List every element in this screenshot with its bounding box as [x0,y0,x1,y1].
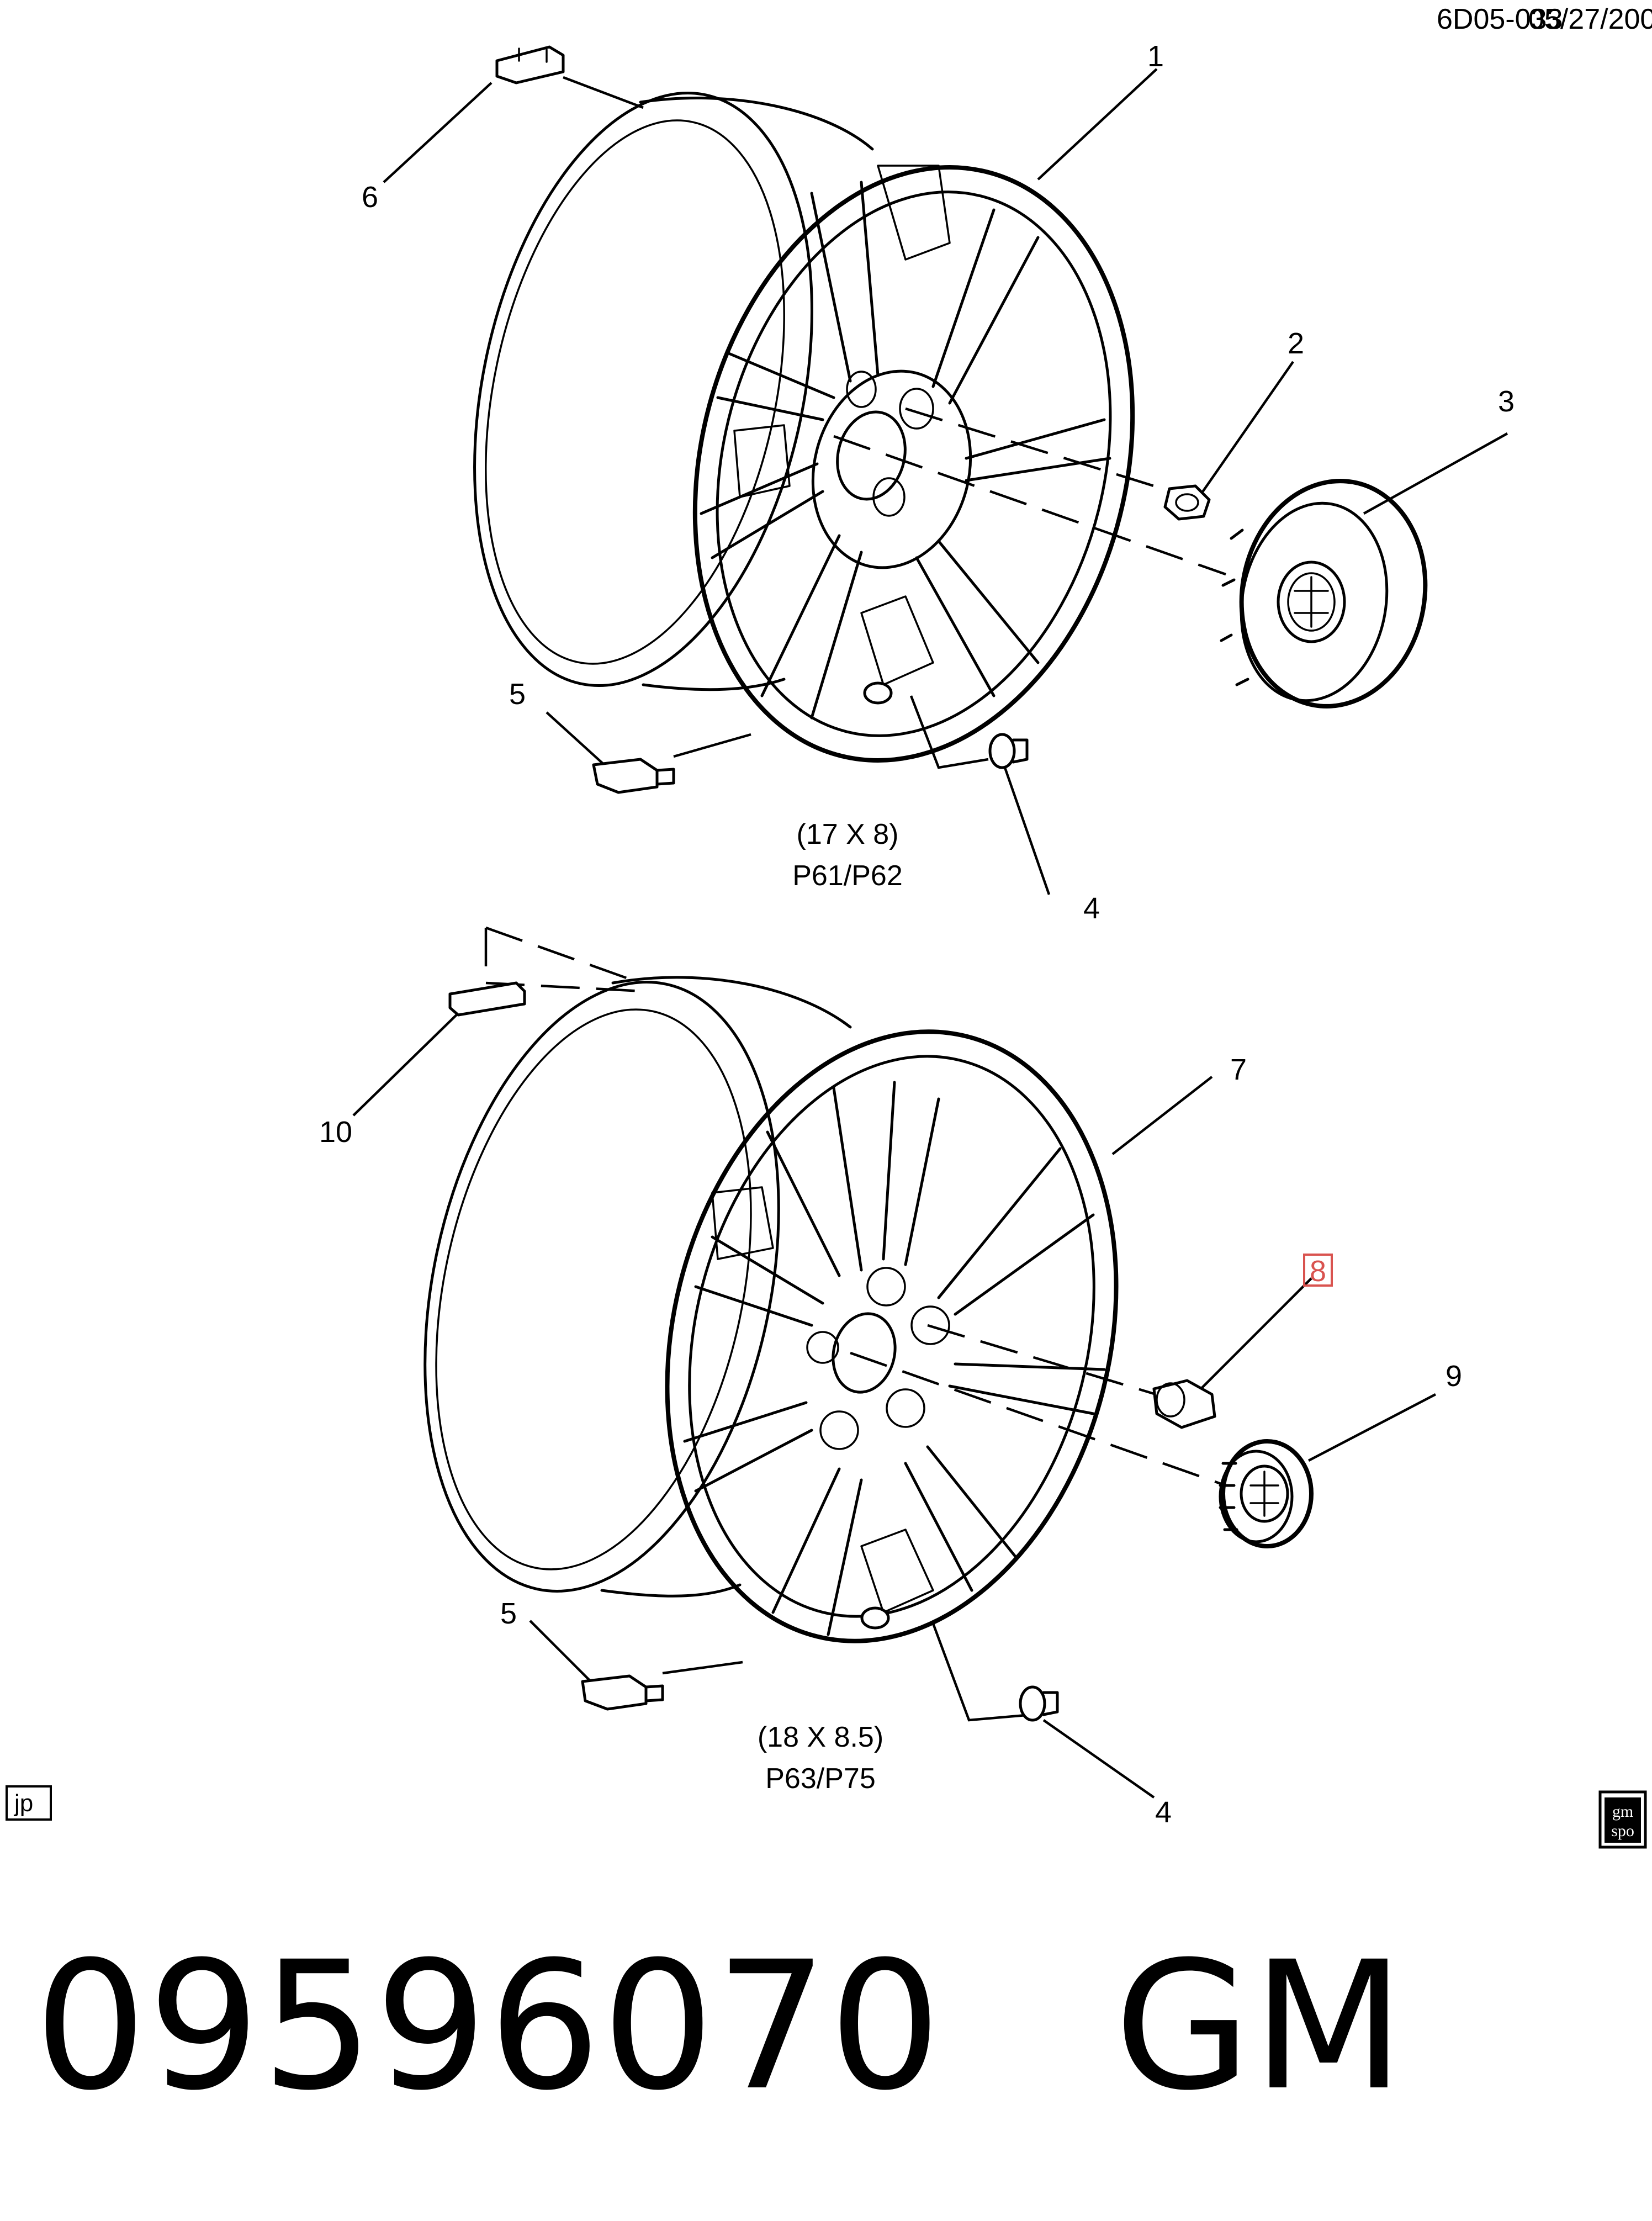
wheel-17-size: (17 X 8) [797,818,899,850]
callout-10: 10 [319,1115,352,1149]
center-cap-part-3 [1220,479,1428,708]
callout-4-lower: 4 [1155,1796,1172,1829]
callout-5-lower: 5 [500,1597,517,1630]
callout-6: 6 [362,181,378,214]
wheel-nut-part-2 [1163,484,1211,521]
wheel-weight-part-6 [495,45,565,84]
diagram-date: 05/27/2009 [1528,3,1652,35]
corner-tag-left: jp [6,1785,52,1821]
gmspo-logo-gm: gm [1612,1802,1633,1821]
gmspo-logo: gm spo [1598,1790,1647,1849]
tpms-sensor-part-5-lower [581,1674,664,1711]
lug-nut-part-8 [1152,1379,1216,1429]
wheel-18-size: (18 X 8.5) [758,1721,883,1753]
callout-9: 9 [1446,1360,1462,1393]
valve-stem-part-4-lower [1019,1685,1059,1722]
gmspo-logo-spo: spo [1611,1822,1634,1840]
valve-stem-part-4-upper [988,733,1029,769]
callout-5-upper: 5 [509,678,526,711]
corner-tag-left-text: jp [13,1790,33,1817]
tpms-sensor-part-5-upper [592,758,675,794]
wheel-weight-part-10 [448,981,526,1017]
wheel-18x8-5 [423,976,1119,1643]
footer-part-number: 09596070 [34,1924,943,2129]
wheel-17x8 [473,92,1135,763]
callout-3: 3 [1498,385,1515,418]
callout-7: 7 [1230,1053,1247,1086]
wheel-18-options: P63/P75 [765,1763,876,1795]
callout-8: 8 [1310,1255,1326,1288]
callout-4-upper: 4 [1083,892,1100,925]
diagram-code: 6D05-033 [1437,3,1563,35]
callout-1: 1 [1147,40,1164,73]
callout-2: 2 [1288,327,1304,360]
callout-8-highlight-box [1303,1254,1333,1287]
wheel-17-options: P61/P62 [792,860,903,892]
footer-brand: GM [1114,1924,1406,2129]
footer-part-line: 09596070 GM [34,1938,1406,2115]
center-cap-part-9 [1219,1439,1314,1548]
